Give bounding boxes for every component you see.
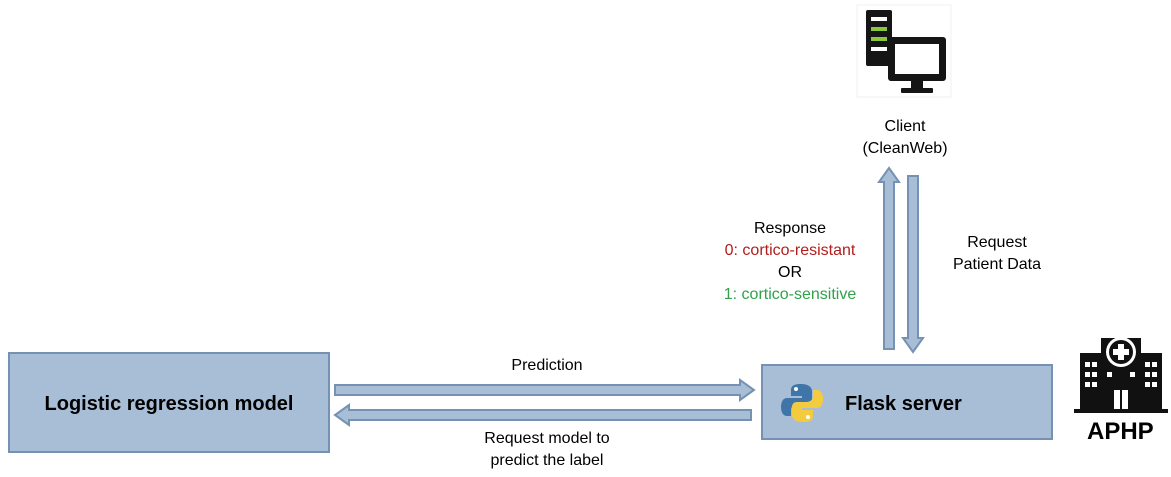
response-option-resistant: 0: cortico-resistant bbox=[724, 242, 856, 259]
response-title: Response bbox=[753, 220, 827, 237]
prediction-arrow bbox=[334, 378, 756, 402]
model-box: Logistic regression model bbox=[8, 352, 330, 453]
request-model-line1: Request model to bbox=[484, 430, 610, 447]
flask-box-label: Flask server bbox=[845, 393, 962, 415]
client-label: Client (CleanWeb) bbox=[855, 116, 955, 160]
request-model-arrow bbox=[333, 403, 752, 427]
response-label: Response 0: cortico-resistant OR 1: cort… bbox=[690, 218, 890, 306]
flask-box: Flask server bbox=[761, 364, 1053, 440]
response-option-sensitive: 1: cortico-sensitive bbox=[723, 286, 857, 303]
python-logo-icon bbox=[781, 384, 823, 422]
request-patient-label: Request Patient Data bbox=[937, 232, 1057, 276]
response-arrow bbox=[877, 166, 901, 350]
request-model-line2: predict the label bbox=[490, 452, 604, 469]
response-or: OR bbox=[778, 264, 802, 281]
request-patient-line2: Patient Data bbox=[952, 256, 1042, 273]
client-label-line2: (CleanWeb) bbox=[862, 140, 948, 157]
request-patient-line1: Request bbox=[967, 234, 1027, 251]
request-patient-arrow bbox=[901, 175, 925, 354]
request-model-label: Request model to predict the label bbox=[462, 428, 632, 472]
model-box-label: Logistic regression model bbox=[44, 393, 294, 415]
hospital-icon bbox=[1074, 337, 1168, 413]
prediction-label: Prediction bbox=[511, 357, 583, 374]
client-computer-icon bbox=[856, 4, 952, 98]
client-label-line1: Client bbox=[884, 118, 926, 135]
hospital-label: APHP bbox=[1087, 418, 1154, 445]
